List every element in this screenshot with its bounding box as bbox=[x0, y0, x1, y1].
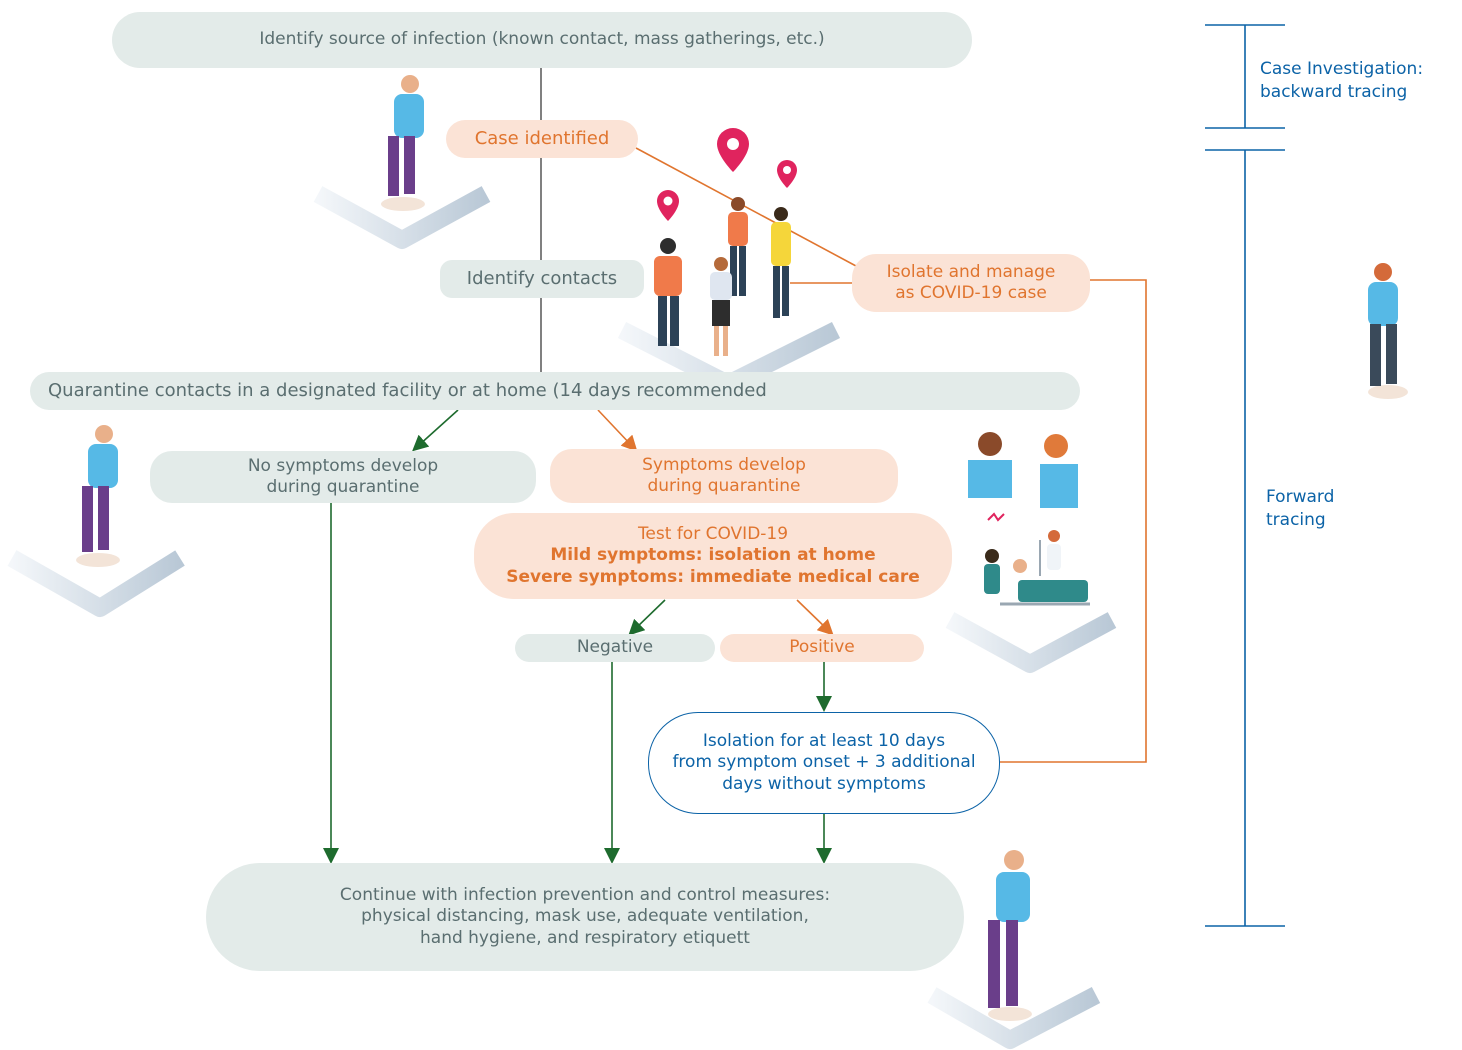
node-case-identified-label: Case identified bbox=[474, 127, 610, 149]
node-case-identified: Case identified bbox=[446, 120, 638, 158]
label-forward-tracing-line: Forward bbox=[1266, 487, 1335, 507]
node-continue: Continue with infection prevention and c… bbox=[206, 863, 964, 971]
hospital-bed-icon bbox=[984, 530, 1090, 606]
node-test-line: Test for COVID-19 bbox=[637, 524, 789, 545]
node-isolate-manage: Isolate and manage as COVID-19 case bbox=[852, 254, 1090, 312]
sick-people-icon bbox=[968, 432, 1078, 522]
node-isolation: Isolation for at least 10 days from symp… bbox=[648, 712, 1000, 814]
person-standing-icon bbox=[988, 850, 1032, 1021]
connectors bbox=[323, 68, 1147, 864]
label-forward-tracing-line: tracing bbox=[1266, 509, 1326, 530]
node-test-severe: Severe symptoms: immediate medical care bbox=[506, 566, 920, 587]
node-identify-contacts: Identify contacts bbox=[440, 260, 644, 298]
node-no-symptoms-line: during quarantine bbox=[266, 477, 420, 497]
bracket-case-investigation bbox=[1205, 24, 1285, 129]
node-continue-line: Continue with infection prevention and c… bbox=[339, 885, 831, 906]
node-isolate-manage-line: as COVID-19 case bbox=[895, 283, 1047, 303]
node-isolate-manage-line: Isolate and manage bbox=[886, 261, 1056, 282]
node-identify-contacts-label: Identify contacts bbox=[466, 267, 618, 289]
location-pin-icon bbox=[657, 190, 679, 221]
person-standing-icon bbox=[1368, 263, 1408, 399]
node-quarantine: Quarantine contacts in a designated faci… bbox=[30, 372, 1080, 410]
group-contacts-icon bbox=[654, 197, 791, 356]
node-no-symptoms: No symptoms develop during quarantine bbox=[150, 451, 536, 503]
node-positive: Positive bbox=[720, 634, 924, 662]
node-identify-source: Identify source of infection (known cont… bbox=[112, 12, 972, 68]
node-negative-label: Negative bbox=[576, 637, 654, 658]
node-isolation-line: days without symptoms bbox=[722, 773, 926, 794]
location-pin-icon bbox=[777, 160, 797, 188]
label-case-investigation-line: backward tracing bbox=[1260, 81, 1408, 102]
person-standing-icon bbox=[381, 75, 425, 211]
node-negative: Negative bbox=[515, 634, 715, 662]
node-quarantine-label: Quarantine contacts in a designated faci… bbox=[48, 379, 767, 401]
node-symptoms: Symptoms develop during quarantine bbox=[550, 449, 898, 503]
label-case-investigation: Case Investigation: backward tracing bbox=[1260, 58, 1423, 104]
location-pin-icon bbox=[717, 128, 749, 172]
node-positive-label: Positive bbox=[789, 637, 855, 658]
node-isolation-line: Isolation for at least 10 days bbox=[702, 731, 946, 752]
label-forward-tracing: Forward tracing bbox=[1266, 486, 1334, 532]
node-symptoms-line: during quarantine bbox=[647, 476, 801, 496]
label-case-investigation-line: Case Investigation: bbox=[1260, 59, 1424, 79]
node-identify-source-label: Identify source of infection (known cont… bbox=[259, 29, 825, 50]
node-test-mild: Mild symptoms: isolation at home bbox=[550, 545, 876, 566]
person-standing-icon bbox=[76, 425, 120, 567]
platforms bbox=[7, 186, 1117, 1049]
node-test: Test for COVID-19 Mild symptoms: isolati… bbox=[474, 513, 952, 599]
node-continue-line: physical distancing, mask use, adequate … bbox=[361, 906, 809, 927]
node-isolation-line: from symptom onset + 3 additional bbox=[672, 752, 976, 773]
node-symptoms-line: Symptoms develop bbox=[642, 454, 806, 475]
bracket-forward-tracing bbox=[1205, 149, 1285, 927]
node-continue-line: hand hygiene, and respiratory etiquett bbox=[420, 927, 750, 948]
node-no-symptoms-line: No symptoms develop bbox=[247, 455, 439, 476]
